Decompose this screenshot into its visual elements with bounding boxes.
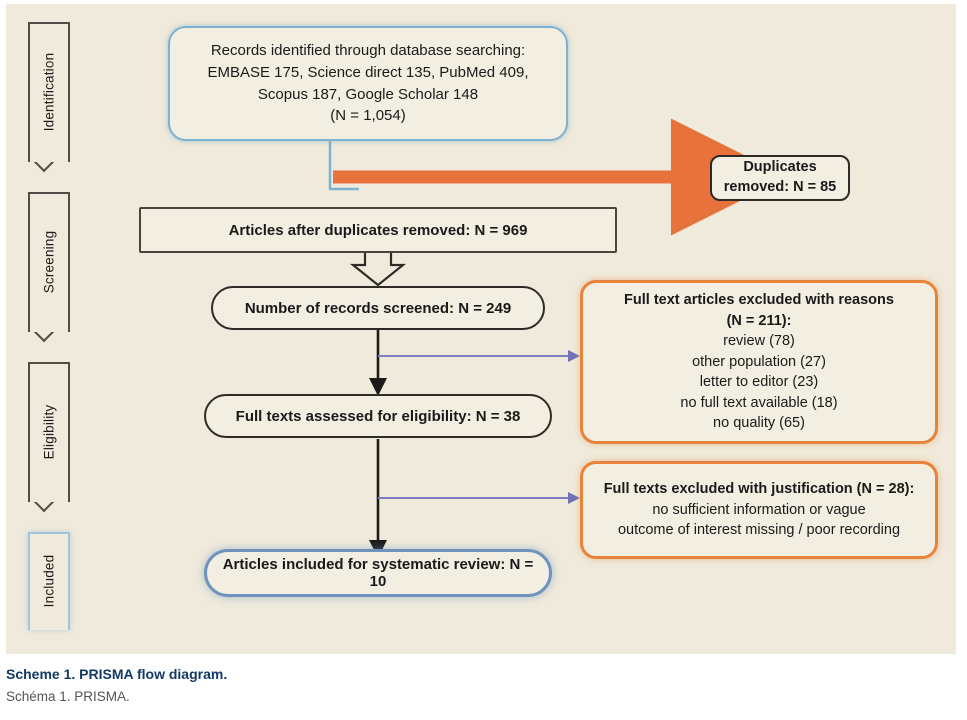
figure-caption: Scheme 1. PRISMA flow diagram. Schéma 1.…: [6, 666, 946, 704]
node-full-texts-excluded-justification: Full texts excluded with justification (…: [580, 461, 938, 559]
excluded-reason-4: no full text available (18): [680, 394, 838, 411]
duplicates-removed-line-1: Duplicates: [743, 159, 817, 176]
node-duplicates-removed: Duplicates removed: N = 85: [710, 155, 850, 201]
node-articles-included: Articles included for systematic review:…: [204, 549, 552, 597]
records-identified-line-3: Scopus 187, Google Scholar 148: [257, 85, 479, 103]
stage-label-screening: Screening: [41, 230, 57, 294]
stage-marker-eligibility: Eligibility: [28, 362, 70, 522]
node-records-screened: Number of records screened: N = 249: [211, 286, 545, 330]
stage-marker-screening: Screening: [28, 192, 70, 352]
excluded-justification-line-2: outcome of interest missing / poor recor…: [617, 522, 901, 539]
stage-label-identification: Identification: [41, 52, 57, 132]
duplicates-removed-line-2: removed: N = 85: [723, 179, 837, 195]
excluded-reasons-heading-1: Full text articles excluded with reasons: [624, 291, 894, 308]
excluded-reason-3: letter to editor (23): [699, 374, 819, 391]
node-articles-after-duplicates: Articles after duplicates removed: N = 9…: [139, 207, 617, 253]
stage-marker-identification: Identification: [28, 22, 70, 182]
full-texts-assessed-label: Full texts assessed for eligibility: N =…: [235, 407, 521, 425]
stage-label-included: Included: [41, 554, 57, 608]
node-records-identified: Records identified through database sear…: [168, 26, 568, 141]
articles-included-label: Articles included for systematic review:…: [222, 556, 534, 590]
caption-subtitle: Schéma 1. PRISMA.: [6, 689, 130, 704]
excluded-reason-1: review (78): [723, 333, 795, 350]
articles-after-duplicates-label: Articles after duplicates removed: N = 9…: [228, 221, 528, 239]
excluded-reasons-heading-2: (N = 211):: [726, 312, 792, 329]
records-identified-line-1: Records identified through database sear…: [210, 42, 526, 59]
records-identified-line-4: (N = 1,054): [330, 107, 406, 125]
node-full-text-excluded-reasons: Full text articles excluded with reasons…: [580, 280, 938, 444]
records-screened-label: Number of records screened: N = 249: [244, 299, 512, 317]
stage-marker-included: Included: [28, 532, 70, 630]
records-identified-line-2: EMBASE 175, Science direct 135, PubMed 4…: [207, 63, 529, 81]
excluded-reason-5: no quality (65): [713, 415, 805, 432]
caption-title: Scheme 1. PRISMA flow diagram.: [6, 666, 228, 682]
node-full-texts-assessed: Full texts assessed for eligibility: N =…: [204, 394, 552, 438]
excluded-justification-heading: Full texts excluded with justification (…: [603, 481, 915, 498]
stage-label-eligibility: Eligibility: [41, 404, 57, 460]
excluded-justification-line-1: no sufficient information or vague: [652, 501, 866, 518]
excluded-reason-2: other population (27): [692, 353, 826, 370]
